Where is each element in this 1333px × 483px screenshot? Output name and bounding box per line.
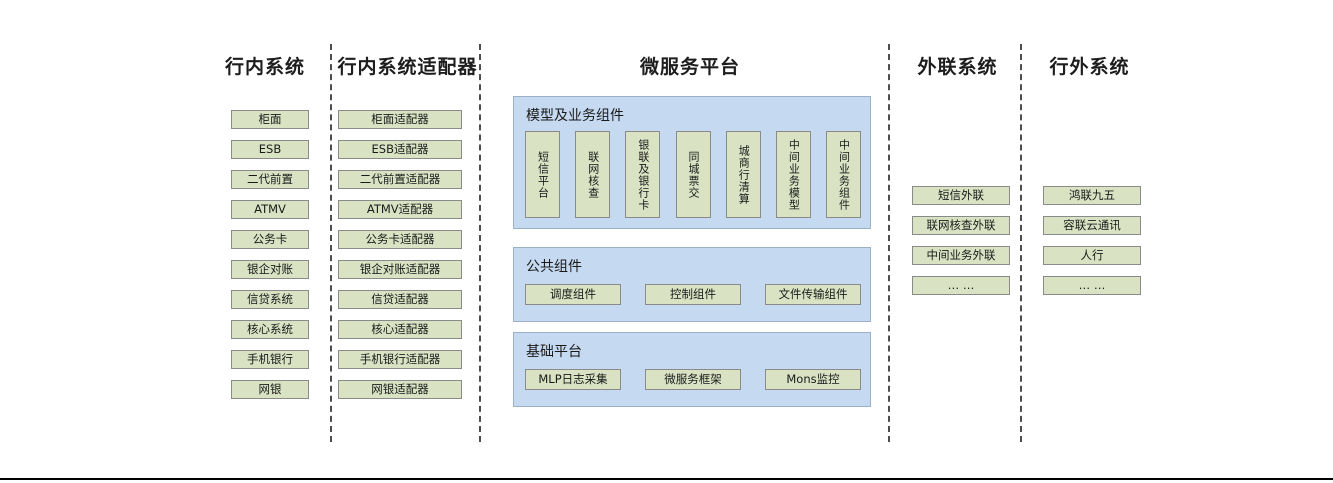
node-internal_adapters-6[interactable]: 银企对账适配器 [338,260,462,279]
node-model_business_components-4[interactable]: 同城票交 [675,131,711,218]
node-internal_systems-10[interactable]: 网银 [231,380,309,399]
node-internal_adapters-8[interactable]: 核心适配器 [338,320,462,339]
panel-title-public_components: 公共组件 [526,259,582,275]
bottom-rule-divider [0,478,1333,480]
node-internal_adapters-1[interactable]: 柜面适配器 [338,110,462,129]
column-divider-2 [479,44,481,442]
node-outside_systems-4[interactable]: … … [1043,276,1141,295]
node-external_link_systems-1[interactable]: 短信外联 [912,186,1010,205]
node-external_link_systems-4[interactable]: … … [912,276,1010,295]
node-internal_adapters-10[interactable]: 网银适配器 [338,380,462,399]
node-public_components-1[interactable]: 调度组件 [525,284,621,305]
node-internal_systems-8[interactable]: 核心系统 [231,320,309,339]
node-internal_systems-2[interactable]: ESB [231,140,309,159]
node-model_business_components-5[interactable]: 城商行清算 [725,131,761,218]
node-public_components-3[interactable]: 文件传输组件 [765,284,861,305]
node-external_link_systems-2[interactable]: 联网核查外联 [912,216,1010,235]
column-divider-4 [1020,44,1022,442]
node-internal_systems-4[interactable]: ATMV [231,200,309,219]
panel-public_components: 公共组件调度组件 控制组件 文件传输组件 [513,247,871,322]
column-title-external_link_systems: 外联系统 [917,56,998,78]
node-internal_systems-3[interactable]: 二代前置 [231,170,309,189]
node-outside_systems-2[interactable]: 容联云通讯 [1043,216,1141,235]
node-internal_systems-7[interactable]: 信贷系统 [231,290,309,309]
node-internal_adapters-9[interactable]: 手机银行适配器 [338,350,462,369]
panel-model_business_components: 模型及业务组件短信平台联网核查银联及银行卡同城票交城商行清算中间业务模型中间业务… [513,96,871,229]
node-internal_systems-9[interactable]: 手机银行 [231,350,309,369]
node-external_link_systems-3[interactable]: 中间业务外联 [912,246,1010,265]
node-internal_adapters-7[interactable]: 信贷适配器 [338,290,462,309]
node-model_business_components-6[interactable]: 中间业务模型 [775,131,811,218]
node-internal_adapters-5[interactable]: 公务卡适配器 [338,230,462,249]
panel-title-base_platform: 基础平台 [526,344,582,360]
node-outside_systems-3[interactable]: 人行 [1043,246,1141,265]
node-internal_adapters-2[interactable]: ESB适配器 [338,140,462,159]
column-title-internal_systems: 行内系统 [224,56,305,78]
node-internal_systems-5[interactable]: 公务卡 [231,230,309,249]
node-outside_systems-1[interactable]: 鸿联九五 [1043,186,1141,205]
node-public_components-2[interactable]: 控制组件 [645,284,741,305]
node-model_business_components-1[interactable]: 短信平台 [525,131,560,218]
column-divider-1 [330,44,332,442]
node-base_platform-2[interactable]: 微服务框架 [645,369,741,390]
node-internal_systems-1[interactable]: 柜面 [231,110,309,129]
column-title-outside_systems: 行外系统 [1049,56,1130,78]
column-divider-3 [888,44,890,442]
node-model_business_components-3[interactable]: 银联及银行卡 [625,131,661,218]
node-internal_adapters-4[interactable]: ATMV适配器 [338,200,462,219]
microservice-platform-title: 微服务平台 [639,56,740,78]
node-base_platform-3[interactable]: Mons监控 [765,369,861,390]
node-base_platform-1[interactable]: MLP日志采集 [525,369,621,390]
node-model_business_components-7[interactable]: 中间业务组件 [826,131,861,218]
node-internal_adapters-3[interactable]: 二代前置适配器 [338,170,462,189]
node-model_business_components-2[interactable]: 联网核查 [575,131,611,218]
panel-base_platform: 基础平台 MLP日志采集 微服务框架 Mons监控 [513,332,871,407]
panel-title-model_business_components: 模型及业务组件 [526,108,624,124]
node-internal_systems-6[interactable]: 银企对账 [231,260,309,279]
column-title-internal_adapters: 行内系统适配器 [337,56,478,78]
